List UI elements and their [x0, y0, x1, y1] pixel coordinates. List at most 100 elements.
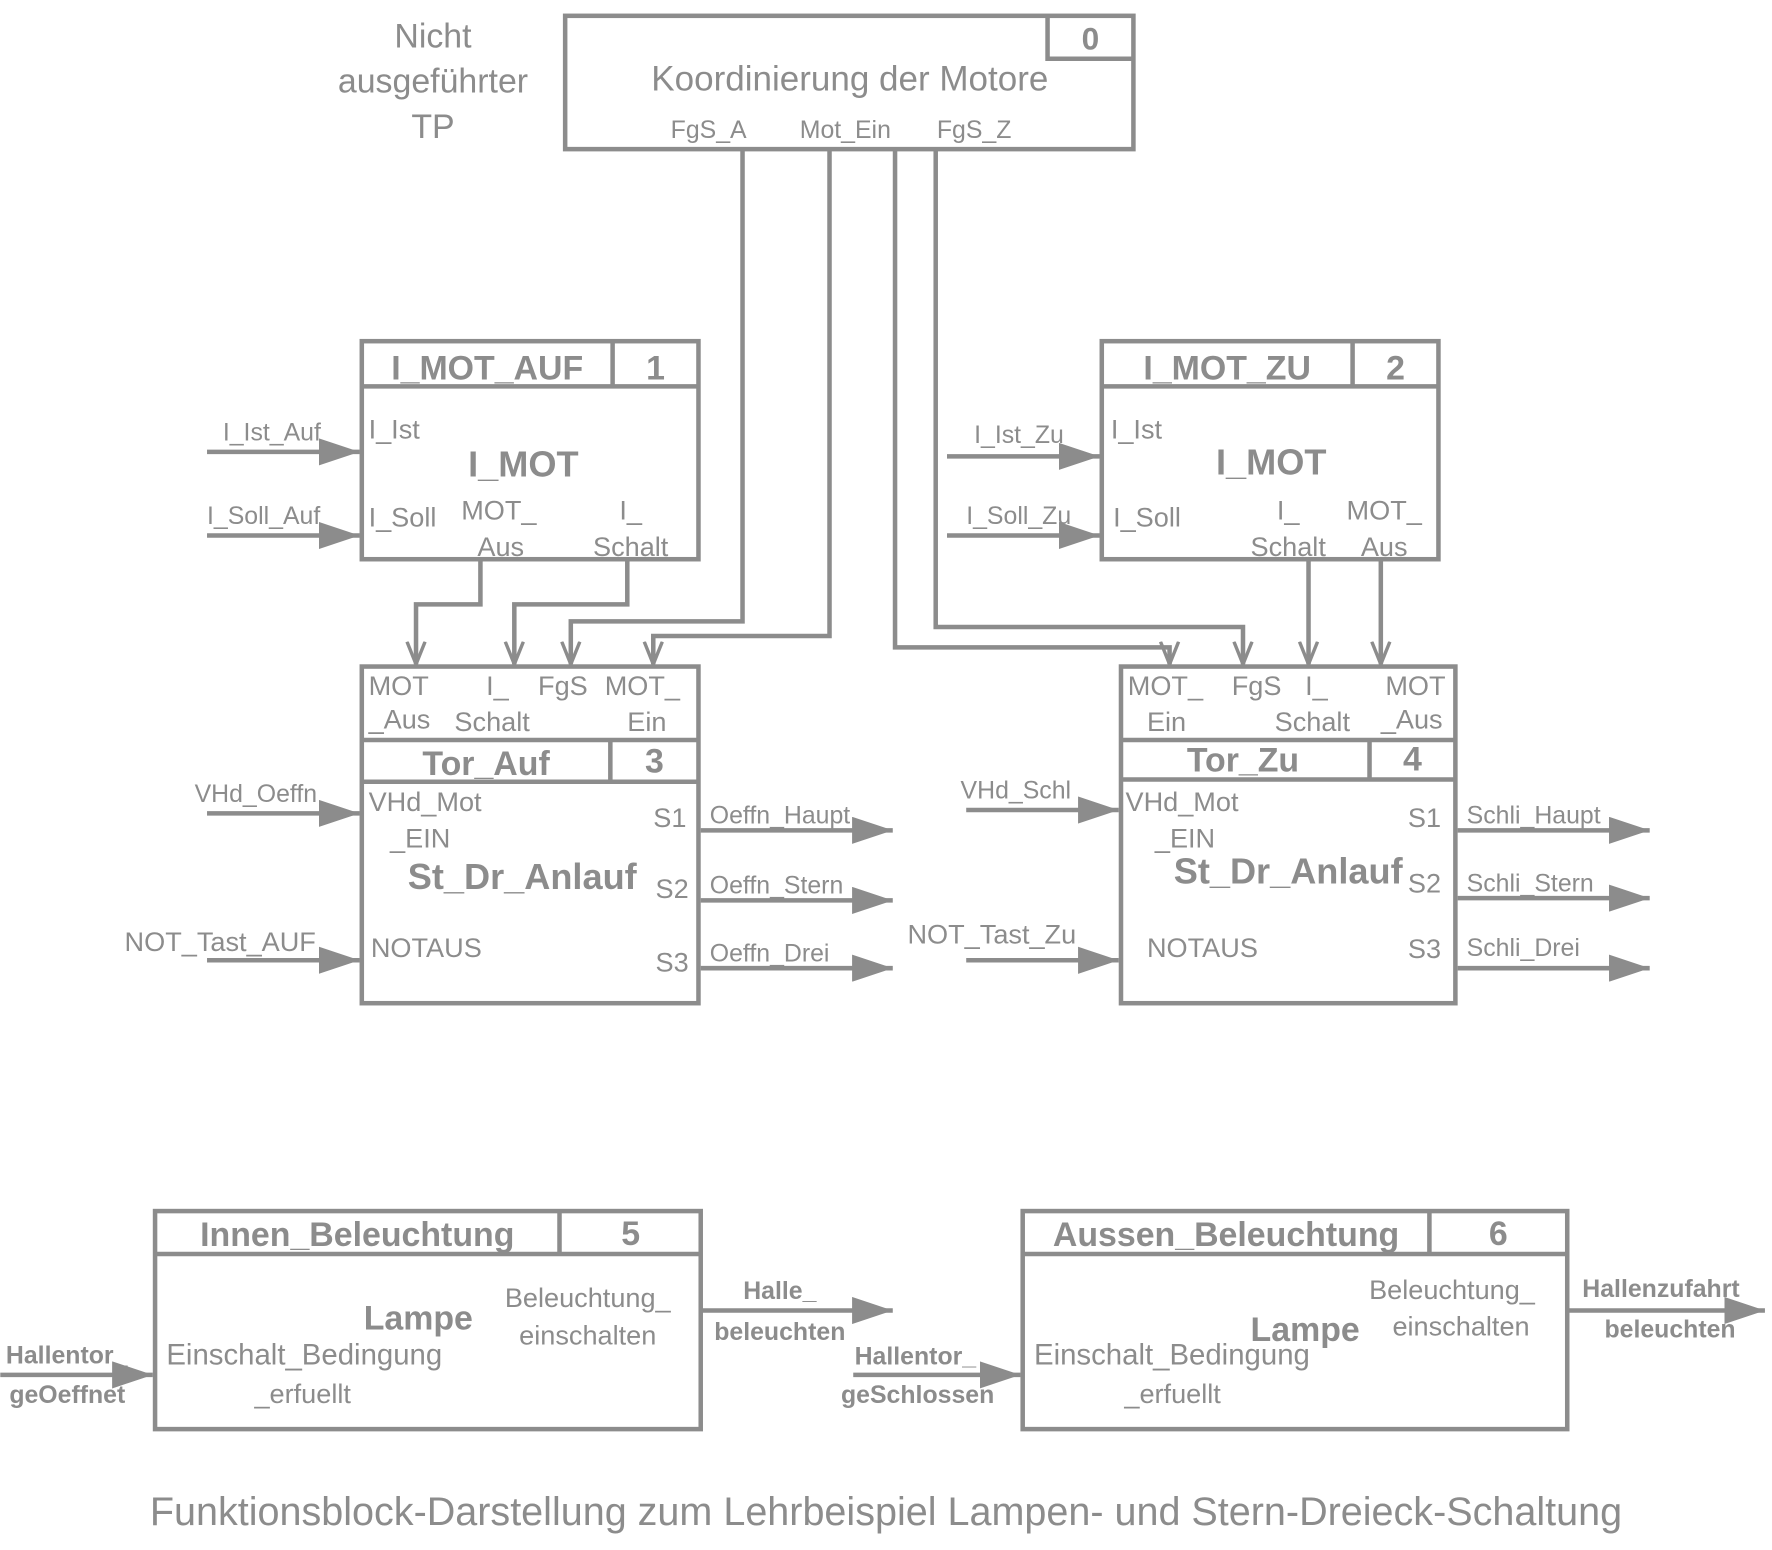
signal-oeffn-drei: Oeffn_Drei	[710, 940, 830, 967]
block-5-output-l2: einschalten	[519, 1319, 656, 1350]
block-4-top-mot-aus-l2: _Aus	[1380, 704, 1443, 735]
signal-not-tast-auf: NOT_Tast_AUF	[125, 926, 316, 957]
connections	[416, 149, 1381, 665]
block-0-output-mot-ein: Mot_Ein	[800, 117, 891, 144]
block-1-frame	[359, 338, 701, 562]
block-3-input-vhd-l1: VHd_Mot	[369, 786, 482, 817]
block-4-top-fgs: FgS	[1232, 670, 1282, 701]
block-5-number: 5	[621, 1215, 640, 1253]
block-5-input-l1: Einschalt_Bedingung	[166, 1339, 442, 1372]
block-3-top-mot-aus-l2: _Aus	[368, 704, 431, 735]
block-1-i-mot-auf: I_MOT_AUF 1 I_MOT I_Ist I_Soll MOT_ Aus …	[207, 338, 701, 562]
block-2-input-soll: I_Soll	[1113, 501, 1181, 532]
block-2-name: I_MOT_ZU	[1143, 350, 1311, 388]
block-1-output-i-schalt-l1: I_	[619, 495, 643, 526]
signal-i-ist-auf: I_Ist_Auf	[223, 420, 321, 447]
block-3-top-fgs: FgS	[538, 670, 588, 701]
wire-b0-fgs-z-to-b4	[933, 149, 1243, 665]
block-6-input-l2: _erfuellt	[1123, 1378, 1221, 1409]
signal-i-soll-zu: I_Soll_Zu	[966, 503, 1071, 530]
block-3-name: Tor_Auf	[422, 745, 550, 783]
block-4-top-i-schalt-l1: I_	[1305, 670, 1329, 701]
block-6-frame	[1020, 1208, 1570, 1432]
block-4-input-notaus: NOTAUS	[1147, 932, 1258, 963]
block-3-output-s1: S1	[653, 802, 686, 833]
block-3-type: St_Dr_Anlauf	[408, 856, 638, 897]
block-4-output-s3: S3	[1408, 933, 1441, 964]
block-0-frame	[562, 13, 1136, 152]
block-2-output-i-schalt-l2: Schalt	[1251, 531, 1327, 562]
block-4-header-lines	[1120, 737, 1456, 782]
block-3-tor-auf: MOT _Aus I_ Schalt FgS MOT_ Ein Tor_Auf …	[125, 664, 851, 1006]
block-5-output-l1: Beleuchtung_	[505, 1282, 672, 1313]
block-1-number: 1	[646, 350, 665, 388]
block-1-input-ist: I_Ist	[369, 413, 421, 444]
block-6-type: Lampe	[1251, 1311, 1360, 1349]
signal-schli-stern: Schli_Stern	[1467, 870, 1594, 897]
signal-schli-haupt: Schli_Haupt	[1467, 803, 1601, 830]
note-not-executed: Nicht ausgeführter TP	[338, 17, 528, 145]
block-2-frame	[1099, 338, 1441, 562]
block-6-input-l1: Einschalt_Bedingung	[1034, 1339, 1310, 1372]
block-4-input-vhd-l1: VHd_Mot	[1126, 786, 1239, 817]
block-1-input-soll: I_Soll	[369, 501, 437, 532]
signal-hallentor-geschlossen-l1: Hallentor_	[855, 1344, 978, 1371]
block-5-type: Lampe	[364, 1300, 473, 1338]
block-1-output-mot-aus-l1: MOT_	[461, 495, 537, 526]
signal-halle-beleuchten-l1: Halle_	[743, 1278, 817, 1305]
block-6-number: 6	[1489, 1215, 1508, 1253]
block-2-number: 2	[1386, 350, 1405, 388]
block-0-number-box	[1045, 15, 1134, 62]
block-3-frame	[359, 664, 701, 1006]
block-0-output-fgs-z: FgS_Z	[937, 117, 1012, 144]
block-4-top-mot-aus-l1: MOT	[1385, 670, 1445, 701]
block-1-type: I_MOT	[468, 444, 578, 485]
block-4-number: 4	[1403, 740, 1422, 778]
block-5-frame	[152, 1208, 703, 1432]
block-6-name: Aussen_Beleuchtung	[1053, 1216, 1399, 1254]
signal-arrows	[0, 438, 1765, 1389]
signal-hallentor-geschlossen-l2: geSchlossen	[841, 1382, 994, 1409]
signal-hallenzufahrt-beleuchten-l2: beleuchten	[1604, 1317, 1735, 1344]
block-1-output-mot-aus-l2: Aus	[477, 531, 524, 562]
block-2-header-lines	[1101, 341, 1439, 389]
block-2-i-mot-zu: I_MOT_ZU 2 I_MOT I_Ist I_Soll I_ Schalt …	[966, 338, 1441, 562]
signal-vhd-oeffn: VHd_Oeffn	[195, 781, 317, 808]
block-4-tor-zu: MOT_ Ein FgS I_ Schalt MOT _Aus Tor_Zu 4…	[907, 664, 1601, 1006]
block-6-header-lines	[1022, 1211, 1568, 1257]
block-2-input-ist: I_Ist	[1111, 413, 1163, 444]
signal-hallentor-geoeffnet-l2: geOeffnet	[9, 1382, 125, 1409]
signal-not-tast-zu: NOT_Tast_Zu	[907, 918, 1076, 949]
signal-hallenzufahrt-beleuchten-l1: Hallenzufahrt	[1582, 1276, 1739, 1303]
note-line-1: Nicht	[394, 17, 472, 55]
signal-hallentor-geoeffnet-l1: Hallentor_	[6, 1343, 129, 1370]
block-0-title: Koordinierung der Motore	[651, 59, 1048, 98]
block-4-output-s1: S1	[1408, 802, 1441, 833]
block-3-top-mot-ein-l2: Ein	[627, 706, 666, 737]
wire-b0-mot-ein-to-b4	[892, 149, 1170, 665]
block-3-number: 3	[645, 743, 664, 781]
block-3-header-lines	[361, 737, 699, 785]
block-1-output-i-schalt-l2: Schalt	[593, 531, 669, 562]
block-4-top-i-schalt-l2: Schalt	[1275, 706, 1351, 737]
block-2-output-mot-aus-l2: Aus	[1361, 531, 1408, 562]
note-line-2: ausgeführter	[338, 63, 528, 101]
wire-b0-mot-ein-to-b3	[653, 149, 832, 665]
block-4-output-s2: S2	[1408, 867, 1441, 898]
block-3-input-notaus: NOTAUS	[371, 932, 482, 963]
wire-b1-mot-aus-to-b3	[416, 559, 483, 665]
signal-oeffn-stern: Oeffn_Stern	[710, 873, 844, 900]
block-4-name: Tor_Zu	[1187, 742, 1299, 780]
signal-vhd-schl: VHd_Schl	[961, 778, 1071, 805]
block-5-input-l2: _erfuellt	[253, 1378, 351, 1409]
wire-b1-i-schalt-to-b3	[514, 559, 630, 665]
block-4-top-mot-ein-l1: MOT_	[1128, 670, 1204, 701]
block-5-header-lines	[155, 1211, 701, 1257]
block-5-innen-beleuchtung: Innen_Beleuchtung 5 Lampe Beleuchtung_ e…	[6, 1208, 845, 1432]
diagram-caption: Funktionsblock-Darstellung zum Lehrbeisp…	[150, 1490, 1622, 1534]
block-4-input-vhd-l2: _EIN	[1154, 822, 1215, 853]
block-4-frame	[1118, 664, 1458, 1006]
block-4-type: St_Dr_Anlauf	[1174, 850, 1404, 891]
signal-oeffn-haupt: Oeffn_Haupt	[710, 803, 851, 830]
